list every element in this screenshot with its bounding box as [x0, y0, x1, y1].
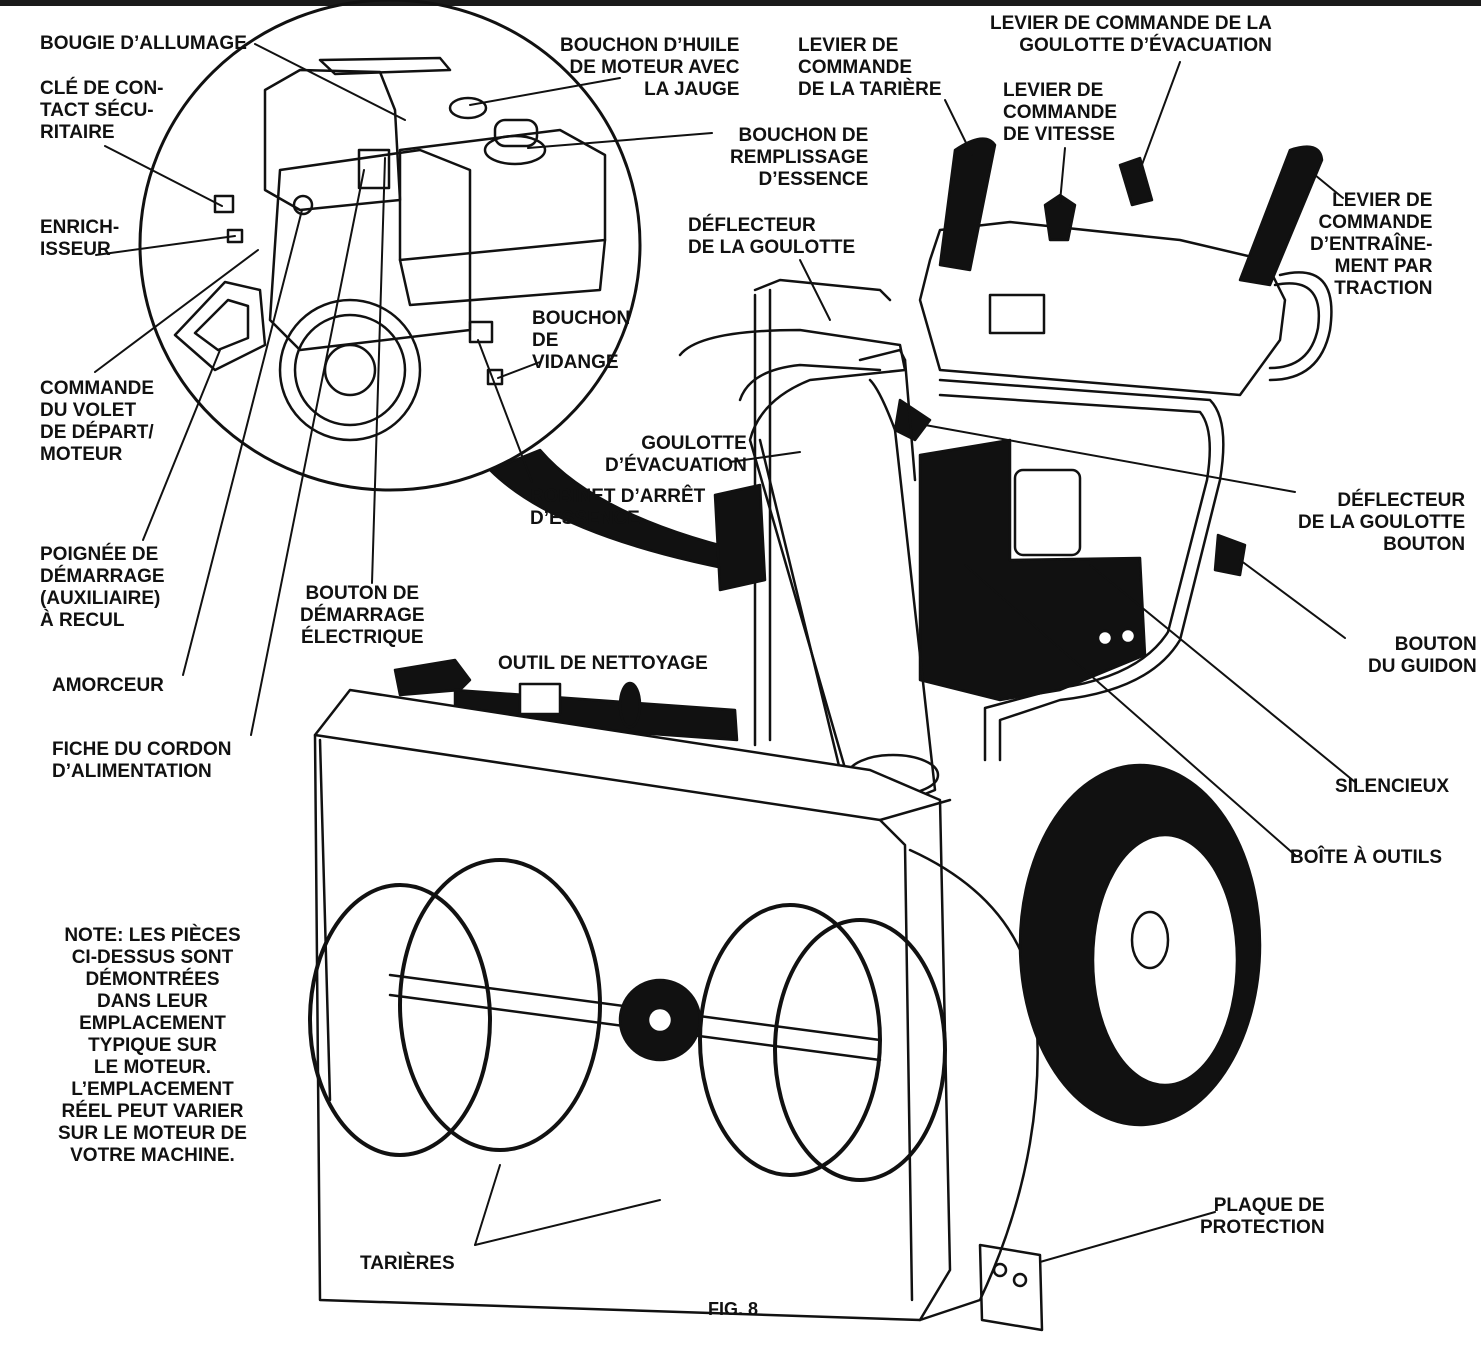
label-traction-drive-lever: LEVIER DE COMMANDE D’ENTRAÎNE- MENT PAR … — [1310, 190, 1433, 299]
label-shave-plate: PLAQUE DE PROTECTION — [1200, 1195, 1325, 1238]
note-text: NOTE: LES PIÈCES CI-DESSUS SONT DÉMONTRÉ… — [58, 925, 247, 1166]
label-safety-key: CLÉ DE CON- TACT SÉCU- RITAIRE — [40, 78, 164, 143]
handle-and-panel — [753, 137, 1333, 762]
label-speed-control-lever: LEVIER DE COMMANDE DE VITESSE — [1003, 80, 1117, 145]
label-clean-out-tool: OUTIL DE NETTOYAGE — [498, 653, 708, 674]
figure-label: FIG. 8 — [708, 1299, 759, 1319]
wheel — [1018, 763, 1262, 1127]
label-fuel-shutoff: ROBINET D’ARRÊT D’ESSENCE — [530, 486, 706, 529]
label-augers: TARIÈRES — [360, 1253, 455, 1274]
label-oil-cap-dipstick: BOUCHON D’HUILE DE MOTEUR AVEC LA JAUGE — [560, 35, 740, 100]
label-fuel-cap: BOUCHON DE REMPLISSAGE D’ESSENCE — [730, 125, 869, 190]
label-recoil-start-handle: POIGNÉE DE DÉMARRAGE (AUXILIAIRE) À RECU… — [40, 544, 165, 631]
engine-drawing — [173, 56, 607, 442]
discharge-chute — [678, 328, 940, 822]
machine-engine-body — [713, 438, 1147, 702]
label-drain-plug: BOUCHON DE VIDANGE — [532, 308, 631, 373]
label-power-cord-plug: FICHE DU CORDON D’ALIMENTATION — [52, 739, 232, 782]
label-auger-control-lever: LEVIER DE COMMANDE DE LA TARIÈRE — [798, 35, 942, 100]
label-electric-starter-button: BOUTON DE DÉMARRAGE ÉLECTRIQUE — [300, 583, 425, 648]
label-enricher: ENRICH- ISSEUR — [40, 217, 120, 260]
label-chute-deflector: DÉFLECTEUR DE LA GOULOTTE — [688, 215, 856, 258]
label-discharge-chute: GOULOTTE D’ÉVACUATION — [605, 433, 747, 476]
label-handle-knob: BOUTON DU GUIDON — [1368, 634, 1477, 677]
leader-lines — [94, 43, 1356, 1263]
label-chute-deflector-knob: DÉFLECTEUR DE LA GOULOTTE BOUTON — [1298, 490, 1466, 555]
label-primer: AMORCEUR — [52, 675, 164, 696]
label-spark-plug: BOUGIE D’ALLUMAGE — [40, 33, 247, 54]
label-choke-control: COMMANDE DU VOLET DE DÉPART/ MOTEUR — [40, 378, 154, 465]
label-chute-control-lever: LEVIER DE COMMANDE DE LA GOULOTTE D’ÉVAC… — [990, 13, 1272, 56]
label-tool-box: BOÎTE À OUTILS — [1290, 847, 1442, 868]
label-muffler: SILENCIEUX — [1335, 776, 1450, 797]
shave-plate — [978, 1243, 1044, 1332]
auger-blades — [308, 858, 947, 1182]
top-rule — [0, 0, 1481, 6]
